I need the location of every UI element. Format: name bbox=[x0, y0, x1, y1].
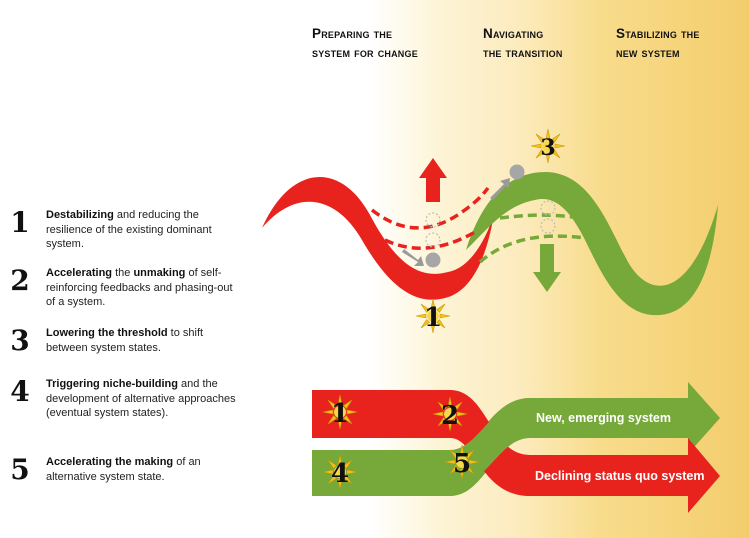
legend-text: Accelerating the unmaking of self-reinfo… bbox=[46, 266, 236, 310]
new-system-landscape bbox=[466, 172, 718, 316]
legend-rest: and the development of alternative appro… bbox=[46, 378, 236, 419]
legend-text: Lowering the threshold to shift between … bbox=[46, 326, 236, 355]
marker-1-label: 1 bbox=[424, 303, 442, 333]
ball-icon bbox=[425, 252, 441, 268]
marker-1-starburst-icon: 1 bbox=[322, 394, 358, 430]
push-arrow-icon bbox=[402, 249, 424, 266]
push-arrow-icon bbox=[490, 178, 510, 200]
green-dashed-basin bbox=[499, 213, 601, 224]
down-arrow-icon bbox=[533, 244, 561, 292]
up-arrow-icon bbox=[419, 158, 447, 202]
legend-text: Destabilizing and reducing the resilienc… bbox=[46, 208, 236, 252]
phase-title-navigating: Navigating the transition bbox=[483, 26, 563, 60]
marker-3-label: 3 bbox=[540, 135, 555, 161]
ball-icon bbox=[509, 164, 525, 180]
legend-bold: Destabilizing bbox=[46, 209, 114, 221]
ghost-ball-icon bbox=[540, 218, 556, 234]
marker-1-starburst-icon: 1 bbox=[415, 298, 451, 334]
legend-text: Accelerating the making of an alternativ… bbox=[46, 455, 236, 484]
legend-number: 2 bbox=[10, 264, 30, 297]
legend-rest: of an alternative system state. bbox=[46, 456, 201, 483]
legend-number: 3 bbox=[10, 324, 30, 357]
legend-rest: of self-reinforcing feedbacks and phasin… bbox=[46, 267, 233, 308]
marker-3-starburst-icon: 3 bbox=[530, 128, 566, 164]
ribbon-marker-2-label: 2 bbox=[441, 401, 459, 431]
phase-title-preparing: Preparing the system for change bbox=[312, 26, 418, 60]
legend-bold: Triggering niche-building bbox=[46, 378, 178, 390]
legend-bold: Lowering the threshold bbox=[46, 327, 168, 339]
legend-bold: unmaking bbox=[133, 267, 186, 279]
ghost-ball-icon bbox=[540, 200, 556, 216]
declining-system-label: Declining status quo system bbox=[535, 469, 704, 483]
ribbon-marker-1-label: 1 bbox=[331, 399, 349, 429]
green-dashed-basin bbox=[478, 234, 617, 264]
ghost-ball-icon bbox=[425, 232, 441, 248]
legend-rest: and reducing the resilience of the exist… bbox=[46, 209, 212, 250]
declining-system-ribbon bbox=[312, 390, 720, 513]
legend-rest: the bbox=[112, 267, 134, 279]
legend-bold: Accelerating the making bbox=[46, 456, 174, 468]
legend-number: 1 bbox=[10, 206, 30, 239]
red-dashed-basin bbox=[384, 230, 476, 250]
legend-number: 4 bbox=[10, 375, 30, 408]
legend-text: Triggering niche-building and the develo… bbox=[46, 377, 236, 421]
marker-2-starburst-icon: 2 bbox=[432, 396, 468, 432]
ribbon-marker-5-label: 5 bbox=[453, 449, 471, 479]
marker-5-starburst-icon: 5 bbox=[444, 444, 480, 480]
red-dashed-basin bbox=[370, 186, 490, 230]
ribbon-marker-4-label: 4 bbox=[331, 459, 349, 489]
new-system-ribbon-cross bbox=[455, 398, 560, 482]
legend-rest: to shift between system states. bbox=[46, 327, 204, 354]
marker-4-starburst-icon: 4 bbox=[322, 454, 358, 490]
legend-number: 5 bbox=[10, 453, 30, 486]
old-system-landscape bbox=[262, 176, 494, 300]
ghost-ball-icon bbox=[425, 212, 441, 228]
legend-bold: Accelerating bbox=[46, 267, 113, 279]
phase-title-stabilizing: Stabilizing the new system bbox=[616, 26, 700, 60]
new-system-label: New, emerging system bbox=[536, 411, 671, 425]
